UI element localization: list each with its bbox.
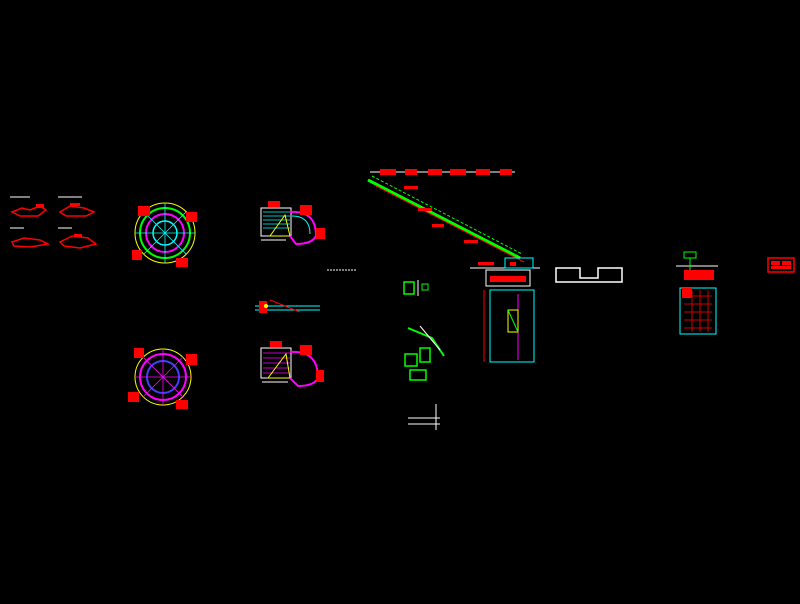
plan-label-tag [186,212,197,222]
stamp-mark [771,261,780,265]
section-stringer [269,213,291,237]
long-section-annotation [464,240,478,243]
rebar-detail [419,347,431,363]
plan-label-tag [138,206,150,216]
rebar-detail-column[interactable] [403,280,445,430]
long-section-annotation [418,208,432,211]
spiral-stair-section-lower[interactable] [260,341,324,388]
rebar-detail [409,369,427,381]
section-title-tag [268,201,280,207]
rebar-detail [421,283,429,291]
stair-detail-cluster-left[interactable] [10,196,98,249]
section-tag [300,345,312,355]
detail-tag [70,203,80,206]
connection-brace [269,299,301,313]
railing-detail[interactable] [676,251,718,335]
long-section-handrail [371,175,523,255]
section-tag [316,228,325,239]
plan-tread-radials [135,349,191,405]
section-title-tag [270,341,282,347]
stair-connection-detail[interactable] [255,299,320,313]
long-section-tag [500,169,512,175]
long-section-tag [476,169,490,175]
stair-step-detail [10,237,51,248]
stamp-mark [782,261,791,265]
connection-plate [259,301,267,313]
stair-long-section[interactable] [367,169,540,269]
long-section-annotation [432,224,444,227]
long-section-soffit [375,185,525,263]
section-steps [263,211,290,229]
pier-body [489,289,535,363]
stair-step-detail [58,235,98,249]
pier-embed-hatch [507,309,519,333]
rebar-bend-dimension [419,325,441,351]
railing-base-tag [684,270,714,280]
long-section-tag [380,169,396,175]
title-block-stamp[interactable] [767,257,795,273]
landing-block [504,257,534,269]
plan-label-tag [186,354,197,365]
plan-label-tag [128,392,139,402]
detail-tag [74,234,82,237]
long-section-annotation [404,186,418,189]
foundation-channel-profile[interactable] [555,267,623,283]
detail-tag [36,204,44,208]
spiral-stair-plan-lower[interactable] [128,348,197,409]
connection-bolt [264,304,268,308]
section-steps [263,352,290,374]
long-section-stringer [367,178,521,260]
plan-label-tag [176,400,188,409]
landing-tag [510,262,516,266]
plan-label-tag [176,258,188,267]
spiral-stair-plan-upper[interactable] [132,202,197,267]
plan-label-tag [134,348,144,358]
pier-cap [485,269,531,287]
long-section-tag [450,169,466,175]
stamp-frame [767,257,795,273]
long-section-annotation [478,262,494,265]
long-section-tag [428,169,442,175]
rebar-detail [403,281,415,295]
pier-cap-tag [490,276,526,282]
plan-tread-radials [135,203,195,263]
railing-panel-tag [682,288,692,298]
spiral-stair-section-upper[interactable] [260,201,325,246]
section-tag [316,370,324,382]
railing-panel [679,287,717,335]
long-section-tag [405,169,417,175]
section-stringer [267,352,291,379]
foundation-pier-section[interactable] [483,269,535,363]
rebar-detail [404,353,418,367]
stamp-mark [771,266,791,269]
channel-outline [555,267,623,283]
plan-label-tag [132,250,142,260]
section-tag [300,205,312,215]
pier-embed [507,309,519,333]
section-inner-curve [291,215,311,235]
